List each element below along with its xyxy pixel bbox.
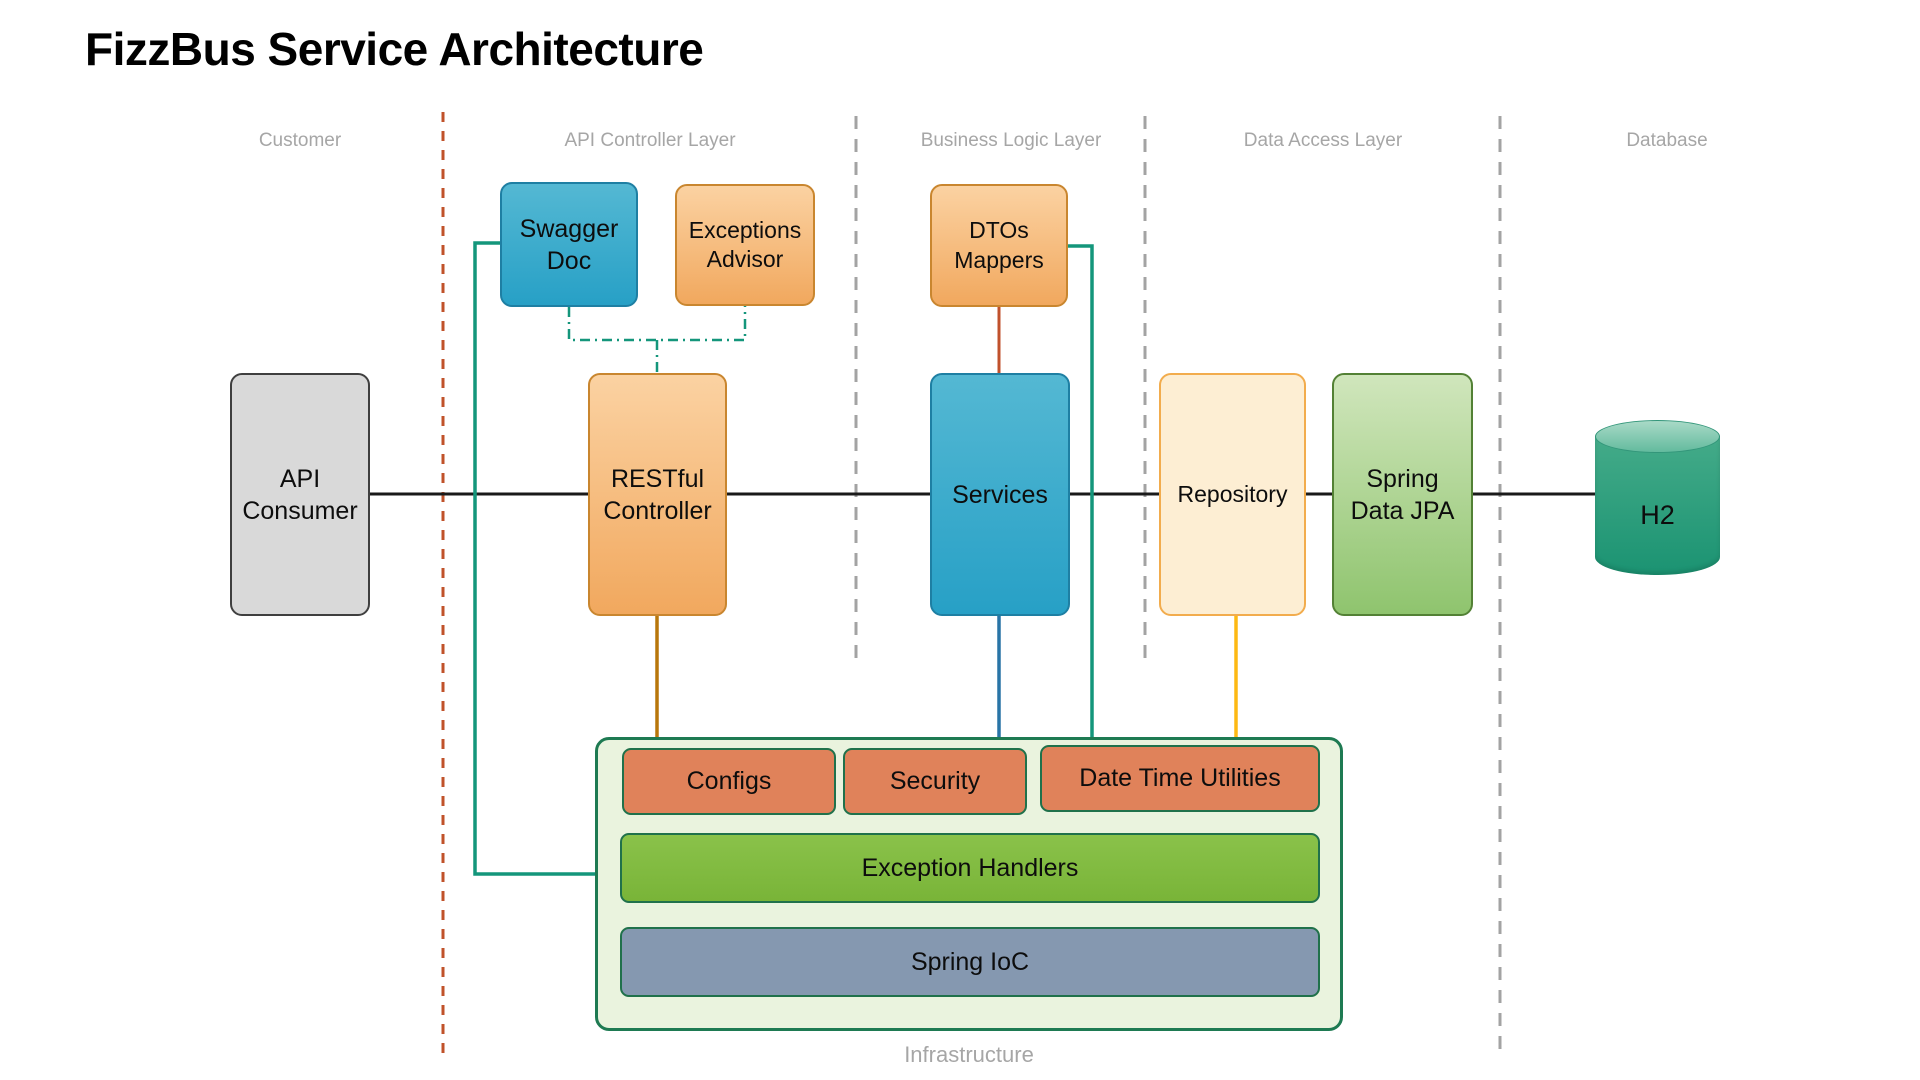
infra-item-security: Security: [843, 748, 1027, 815]
exception-handlers-label: Exception Handlers: [861, 853, 1079, 882]
configs-label: Configs: [686, 767, 772, 795]
database-cylinder-top: [1595, 420, 1720, 453]
api-consumer-label: API Consumer: [242, 464, 358, 525]
spring-data-jpa-label: Spring Data JPA: [1350, 464, 1455, 525]
connector-docs-advisor-bracket: [567, 306, 747, 342]
node-repository: Repository: [1159, 373, 1306, 616]
page-title: FizzBus Service Architecture: [85, 23, 704, 75]
services-label: Services: [952, 480, 1048, 509]
date-time-utilities-label: Date Time Utilities: [1079, 764, 1281, 792]
repository-label: Repository: [1177, 480, 1288, 507]
node-services: Services: [930, 373, 1070, 616]
exceptions-advisor-label: Exceptions Advisor: [688, 216, 802, 272]
infra-item-exception-handlers: Exception Handlers: [620, 833, 1320, 903]
node-exceptions-advisor: Exceptions Advisor: [675, 184, 815, 306]
lane-label-database: Database: [1626, 130, 1708, 151]
connector-dtos-to-infrastructure: [1066, 244, 1094, 737]
lane-label-customer: Customer: [258, 130, 342, 151]
node-spring-data-jpa: Spring Data JPA: [1332, 373, 1473, 616]
node-api-consumer: API Consumer: [230, 373, 370, 616]
lane-label-business-logic: Business Logic Layer: [920, 130, 1102, 151]
infra-item-spring-ioc: Spring IoC: [620, 927, 1320, 997]
infra-item-configs: Configs: [622, 748, 836, 815]
security-label: Security: [889, 767, 981, 795]
h2-label: H2: [1640, 500, 1675, 530]
connector-swagger-to-infrastructure: [473, 241, 595, 876]
swagger-doc-label: Swagger Doc: [519, 214, 619, 275]
infra-item-date-time-utilities: Date Time Utilities: [1040, 745, 1320, 812]
infrastructure-caption: Infrastructure: [904, 1042, 1034, 1067]
node-h2-database: H2: [1595, 420, 1720, 575]
spring-ioc-label: Spring IoC: [910, 947, 1030, 976]
lane-label-api-controller: API Controller Layer: [564, 130, 736, 151]
lane-label-data-access: Data Access Layer: [1243, 130, 1403, 151]
dtos-mappers-label: DTOs Mappers: [954, 217, 1044, 273]
node-restful-controller: RESTful Controller: [588, 373, 727, 616]
node-swagger-doc: Swagger Doc: [500, 182, 638, 307]
restful-controller-label: RESTful Controller: [603, 464, 712, 525]
database-cylinder-body: [1595, 436, 1720, 575]
node-dtos-mappers: DTOs Mappers: [930, 184, 1068, 307]
